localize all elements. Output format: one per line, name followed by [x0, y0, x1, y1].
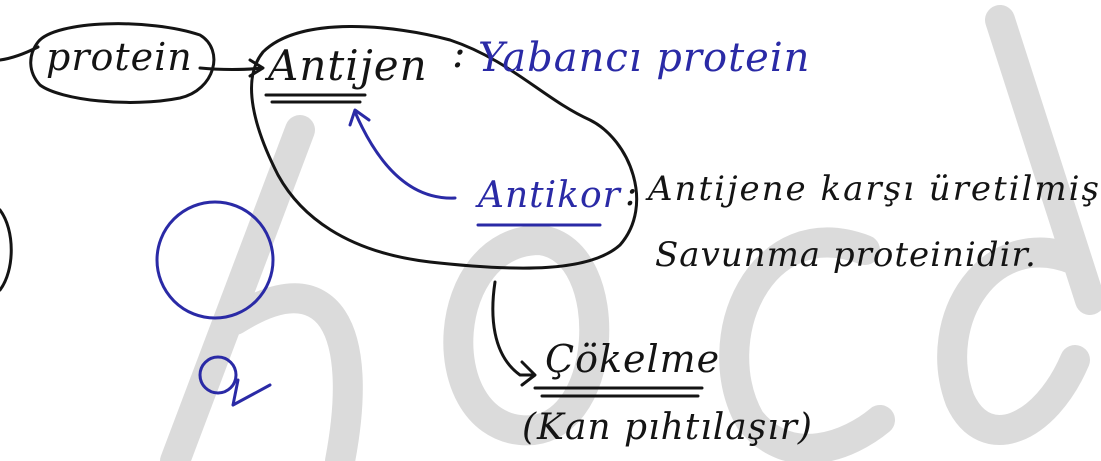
yabanci-protein-text: Yabancı protein — [478, 35, 811, 81]
antikor-definition-line-2: Savunma proteinidir. — [655, 235, 1037, 275]
protein-word: protein — [46, 35, 193, 79]
antikor-to-antijen-arrow — [348, 108, 457, 200]
blue-strokes — [155, 108, 602, 407]
cokelme-word: Çökelme — [545, 337, 721, 381]
small-check-mark — [231, 378, 272, 407]
protein-loop — [29, 22, 216, 104]
antikor-word: Antikor — [478, 175, 621, 216]
left-edge-tick — [0, 45, 40, 62]
black-strokes — [0, 22, 704, 398]
down-hook-arrow — [491, 280, 537, 387]
large-circle — [155, 200, 275, 320]
antikor-colon: : — [625, 173, 639, 214]
watermark-strokes — [160, 5, 1101, 461]
small-circle — [198, 355, 238, 395]
antikor-definition-line-1: Antijene karşı üretilmiş — [648, 169, 1101, 209]
cokelme-underline — [533, 386, 704, 398]
antigen-ellipse — [250, 25, 639, 270]
left-edge-arc — [0, 208, 13, 292]
antijen-underline — [264, 93, 367, 104]
antijen-word: Antijen — [268, 41, 428, 90]
kan-pihtilasir-text: (Kan pıhtılaşır) — [522, 407, 813, 448]
antijen-colon: : — [452, 31, 467, 77]
